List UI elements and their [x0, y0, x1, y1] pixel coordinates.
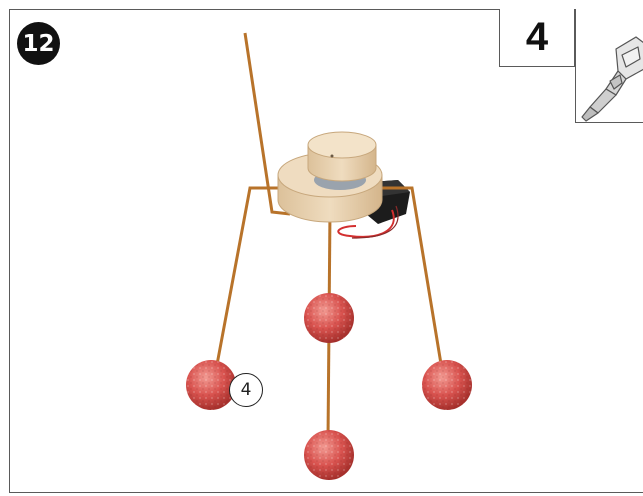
instruction-frame: [9, 9, 643, 493]
glue-gun-icon: [581, 36, 643, 122]
step-number-badge: 12: [17, 22, 60, 65]
part-count-callout: 4: [229, 373, 263, 407]
pompom-ball-bottom: [304, 430, 354, 480]
wooden-top-disc: [307, 131, 377, 182]
pompom-ball-left: [186, 360, 236, 410]
wire-right-leg: [378, 186, 444, 371]
quantity-value: 4: [525, 15, 549, 59]
callout-value: 4: [240, 380, 252, 400]
tool-box: [575, 9, 643, 123]
wire-tall: [243, 32, 291, 216]
red-cable: [337, 209, 395, 238]
wire-left-leg: [214, 186, 282, 371]
quantity-box: 4: [499, 9, 575, 67]
pompom-ball-center: [304, 293, 354, 343]
pompom-ball-right: [422, 360, 472, 410]
